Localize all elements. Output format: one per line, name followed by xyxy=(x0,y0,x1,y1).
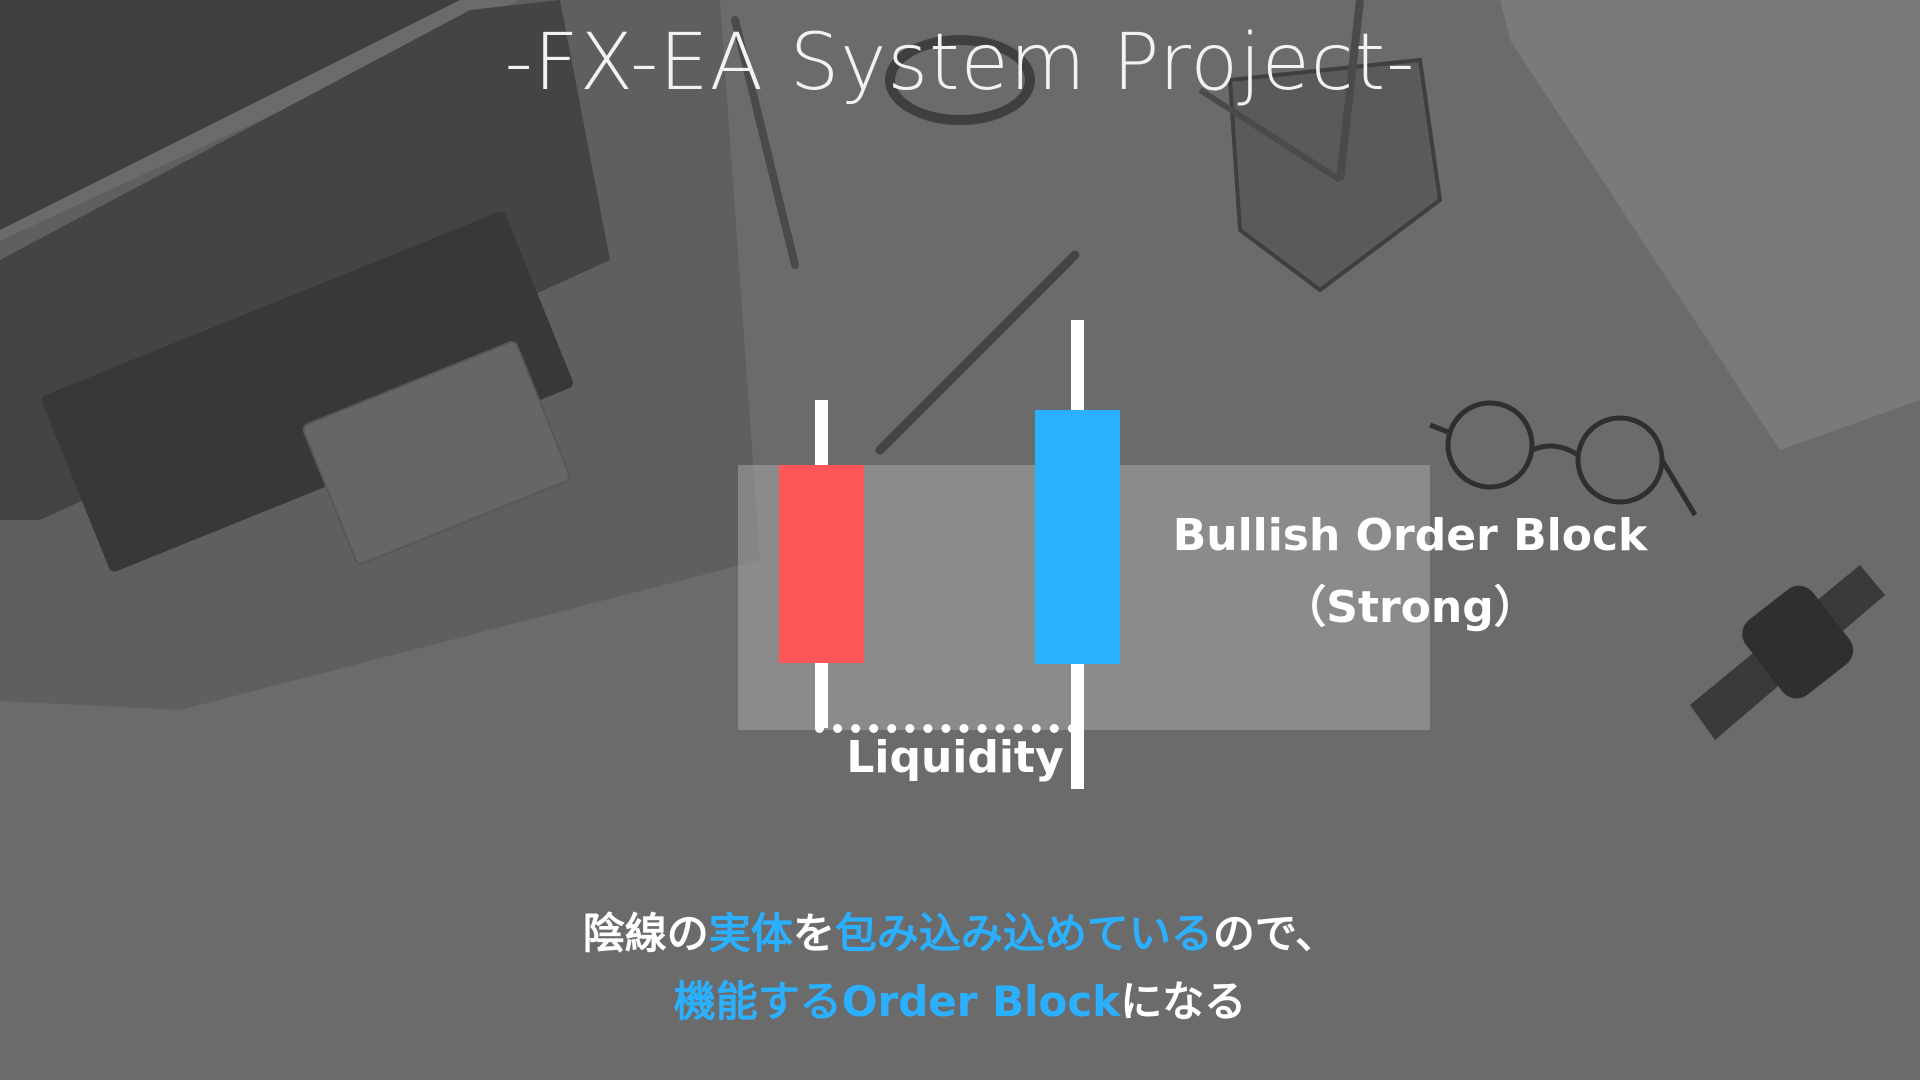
order-block-strength: （Strong） xyxy=(1282,582,1538,633)
liquidity-label: Liquidity xyxy=(846,732,1064,783)
bullish-candle-lower-wick xyxy=(1071,663,1084,789)
caption-segment: になる xyxy=(1120,977,1247,1026)
watch-image xyxy=(1690,565,1885,740)
caption-segment: 陰線の xyxy=(582,909,709,958)
caption-segment: ので、 xyxy=(1212,909,1338,958)
bearish-candle-upper-wick xyxy=(815,400,828,466)
bullish-candle-upper-wick xyxy=(1071,320,1084,411)
liquidity-dotted-line xyxy=(815,724,1077,733)
laptop-image xyxy=(0,0,760,710)
order-block-title: Bullish Order Block xyxy=(1172,510,1648,561)
order-block-label: Bullish Order Block （Strong） xyxy=(1150,500,1670,644)
caption: 陰線の実体を包み込み込めているので、 機能するOrder Blockになる xyxy=(0,900,1920,1036)
caption-highlight: 包み込み込めている xyxy=(834,909,1213,958)
bearish-candle-lower-wick xyxy=(815,662,828,728)
notebook-image xyxy=(1500,0,1920,450)
glasses-image xyxy=(1429,400,1698,517)
caption-line-1: 陰線の実体を包み込み込めているので、 xyxy=(0,900,1920,968)
bullish-candle-body xyxy=(1035,410,1120,664)
caption-line-2: 機能するOrder Blockになる xyxy=(0,968,1920,1036)
bearish-candle-body xyxy=(779,465,864,663)
caption-segment: を xyxy=(792,909,835,958)
pen-image xyxy=(731,16,799,269)
caption-highlight: 実体 xyxy=(708,909,793,958)
caption-highlight: 機能するOrder Block xyxy=(673,977,1121,1026)
page-title: -FX-EA System Project- xyxy=(504,18,1416,108)
